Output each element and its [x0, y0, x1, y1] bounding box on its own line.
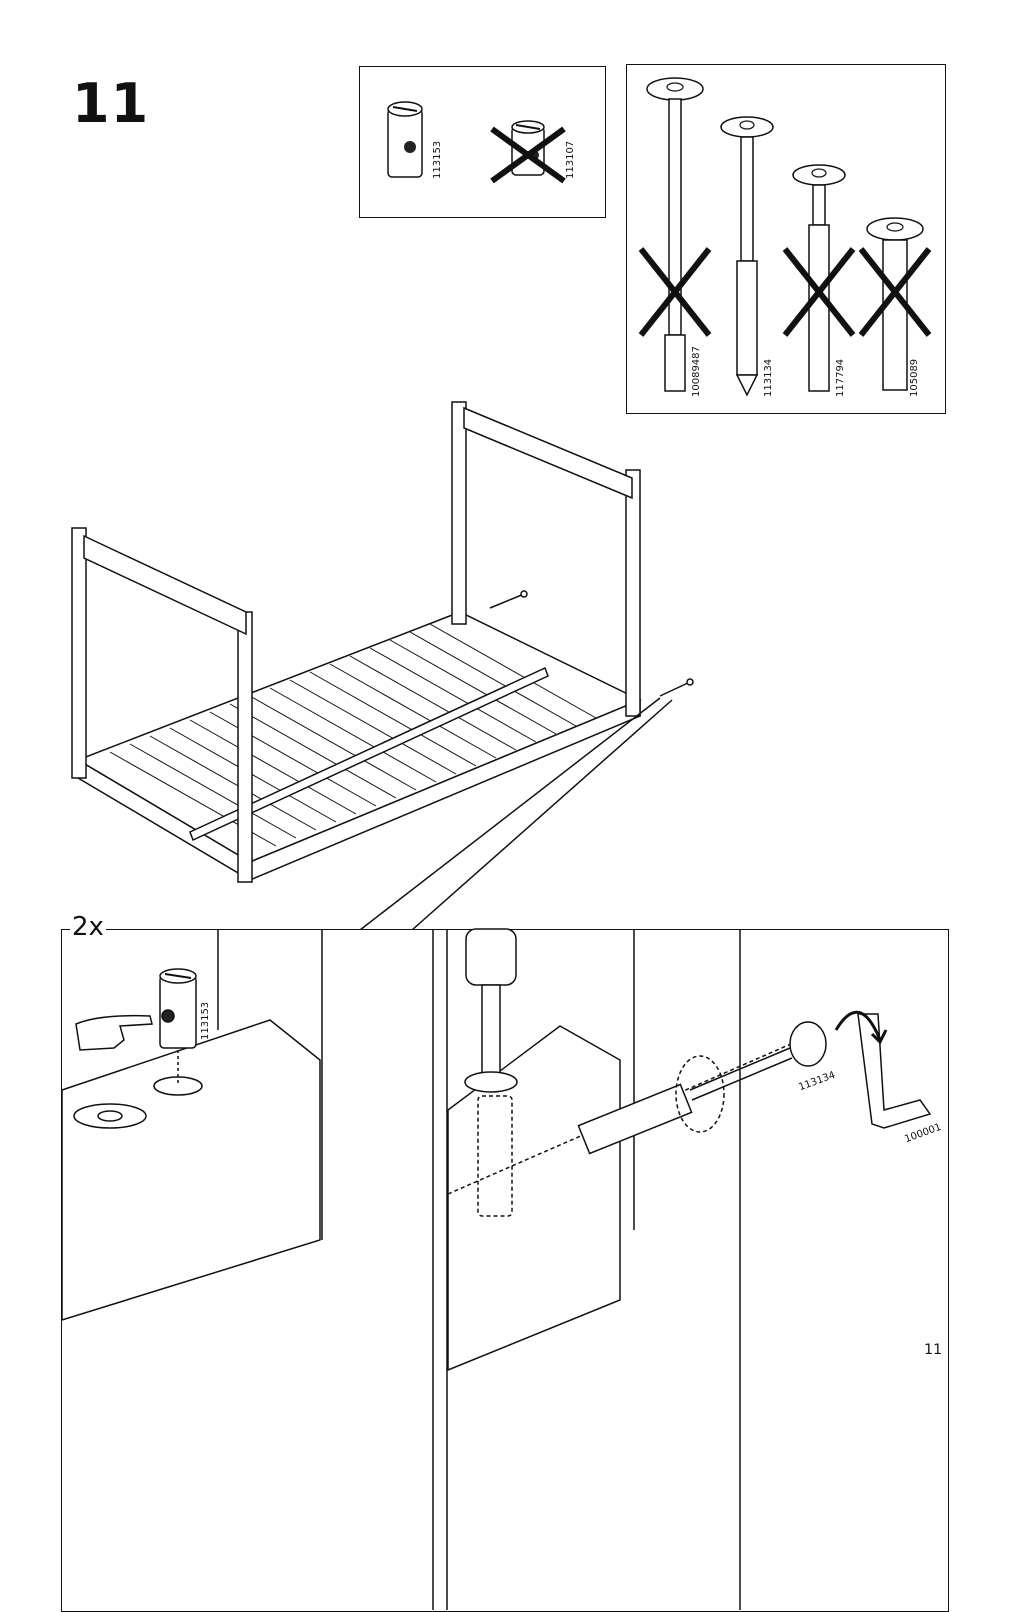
detail-part-label-nut: 113153 [200, 1001, 211, 1040]
detail-illustration [61, 928, 932, 1610]
table-frame-illustration [71, 401, 694, 931]
bolt-3-icon [782, 164, 856, 392]
bolt-1-icon [638, 77, 712, 392]
quantity-label: 2x [70, 912, 106, 942]
barrel-nut-correct-icon [387, 101, 566, 184]
bolts-illustration [638, 77, 932, 397]
bolt-2-icon [720, 116, 774, 397]
page-number: 11 [924, 1342, 942, 1358]
bolt-4-icon [858, 217, 932, 391]
connector-comparison-box: 113153 113107 [359, 66, 606, 218]
bolt-comparison-box: 10089487 113134 117794 105089 [626, 64, 946, 414]
step-number: 11 [72, 72, 150, 135]
